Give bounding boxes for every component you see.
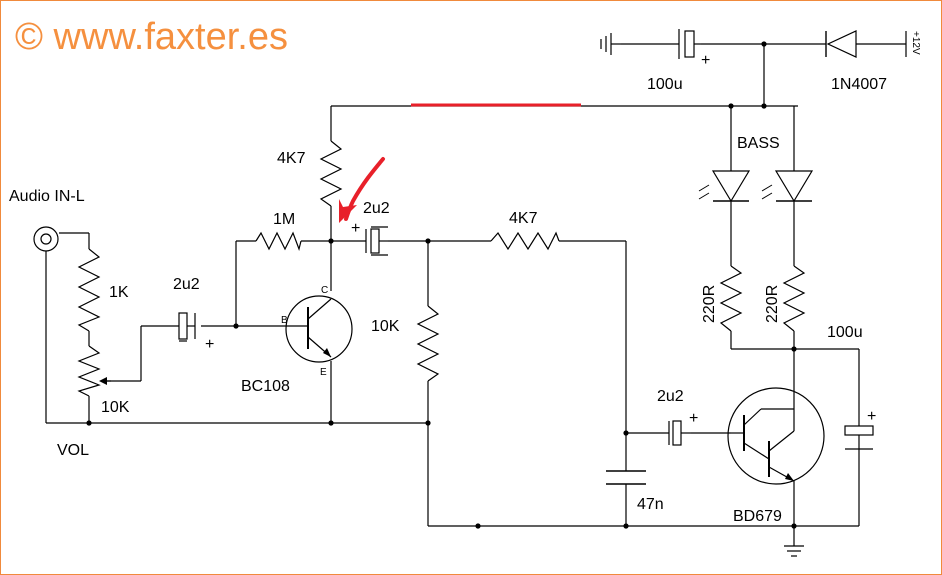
resistor-220r-a-icon	[719, 265, 743, 332]
capacitor-output-plus: +	[689, 410, 698, 427]
resistor-220r-b-icon	[782, 265, 806, 332]
capacitor-input-icon	[178, 312, 196, 342]
capacitor-mid-icon	[365, 226, 388, 256]
audio-jack-icon	[33, 226, 59, 252]
resistor-4k7-mid-icon	[490, 231, 560, 251]
capacitor-mid-plus: +	[351, 220, 360, 237]
transistor-bc108-icon	[285, 295, 353, 363]
resistor-220r-a-label: 220R	[701, 285, 718, 323]
capacitor-100u-right-icon	[844, 425, 874, 450]
capacitor-100u-top-plus: +	[701, 52, 710, 69]
capacitor-100u-top-icon	[678, 29, 701, 59]
pot-label: 10K	[101, 399, 130, 416]
resistor-1k-label: 1K	[109, 284, 129, 301]
vol-label: VOL	[57, 442, 89, 459]
capacitor-input-label: 2u2	[173, 276, 200, 293]
audio-in-label: Audio IN-L	[9, 188, 85, 205]
resistor-10k-label: 10K	[371, 318, 400, 335]
resistor-4k7-top-icon	[319, 140, 343, 207]
wires	[45, 31, 907, 557]
transistor-bd679-icon	[727, 387, 825, 485]
pin-b-label: B	[281, 315, 288, 326]
resistor-220r-b-label: 220R	[764, 285, 781, 323]
capacitor-mid-label: 2u2	[363, 200, 390, 217]
capacitor-100u-right-label: 100u	[827, 324, 863, 341]
capacitor-output-icon	[668, 420, 691, 446]
wiper-arrow-icon	[99, 377, 107, 385]
resistor-4k7-mid-label: 4K7	[509, 210, 538, 227]
diode-label: 1N4007	[831, 76, 887, 93]
highlight-arrow-head-icon	[339, 199, 357, 223]
resistor-4k7-top-label: 4K7	[277, 150, 306, 167]
capacitor-input-plus: +	[205, 336, 214, 353]
pin-e-label: E	[320, 367, 327, 378]
watermark: © www.faxter.es	[15, 16, 288, 58]
resistor-1m-label: 1M	[273, 211, 295, 228]
led-b-icon	[761, 170, 814, 203]
resistor-10k-icon	[416, 305, 440, 382]
capacitor-100u-top-label: 100u	[647, 76, 683, 93]
capacitor-47n-label: 47n	[637, 496, 664, 513]
transistor-bd679-label: BD679	[733, 508, 782, 525]
capacitor-100u-right-plus: +	[867, 408, 876, 425]
pin-c-label: C	[321, 285, 328, 296]
supply-label: +12V	[910, 31, 921, 55]
transistor-bc108-label: BC108	[241, 378, 290, 395]
capacitor-47n-icon	[606, 470, 646, 485]
diode-icon	[825, 30, 857, 58]
bass-label: BASS	[737, 135, 780, 152]
potentiometer-icon	[77, 345, 101, 397]
resistor-1k-icon	[77, 248, 101, 332]
junctions	[86, 41, 797, 529]
led-a-icon	[698, 170, 751, 203]
capacitor-output-label: 2u2	[657, 388, 684, 405]
resistor-1m-icon	[255, 231, 302, 252]
